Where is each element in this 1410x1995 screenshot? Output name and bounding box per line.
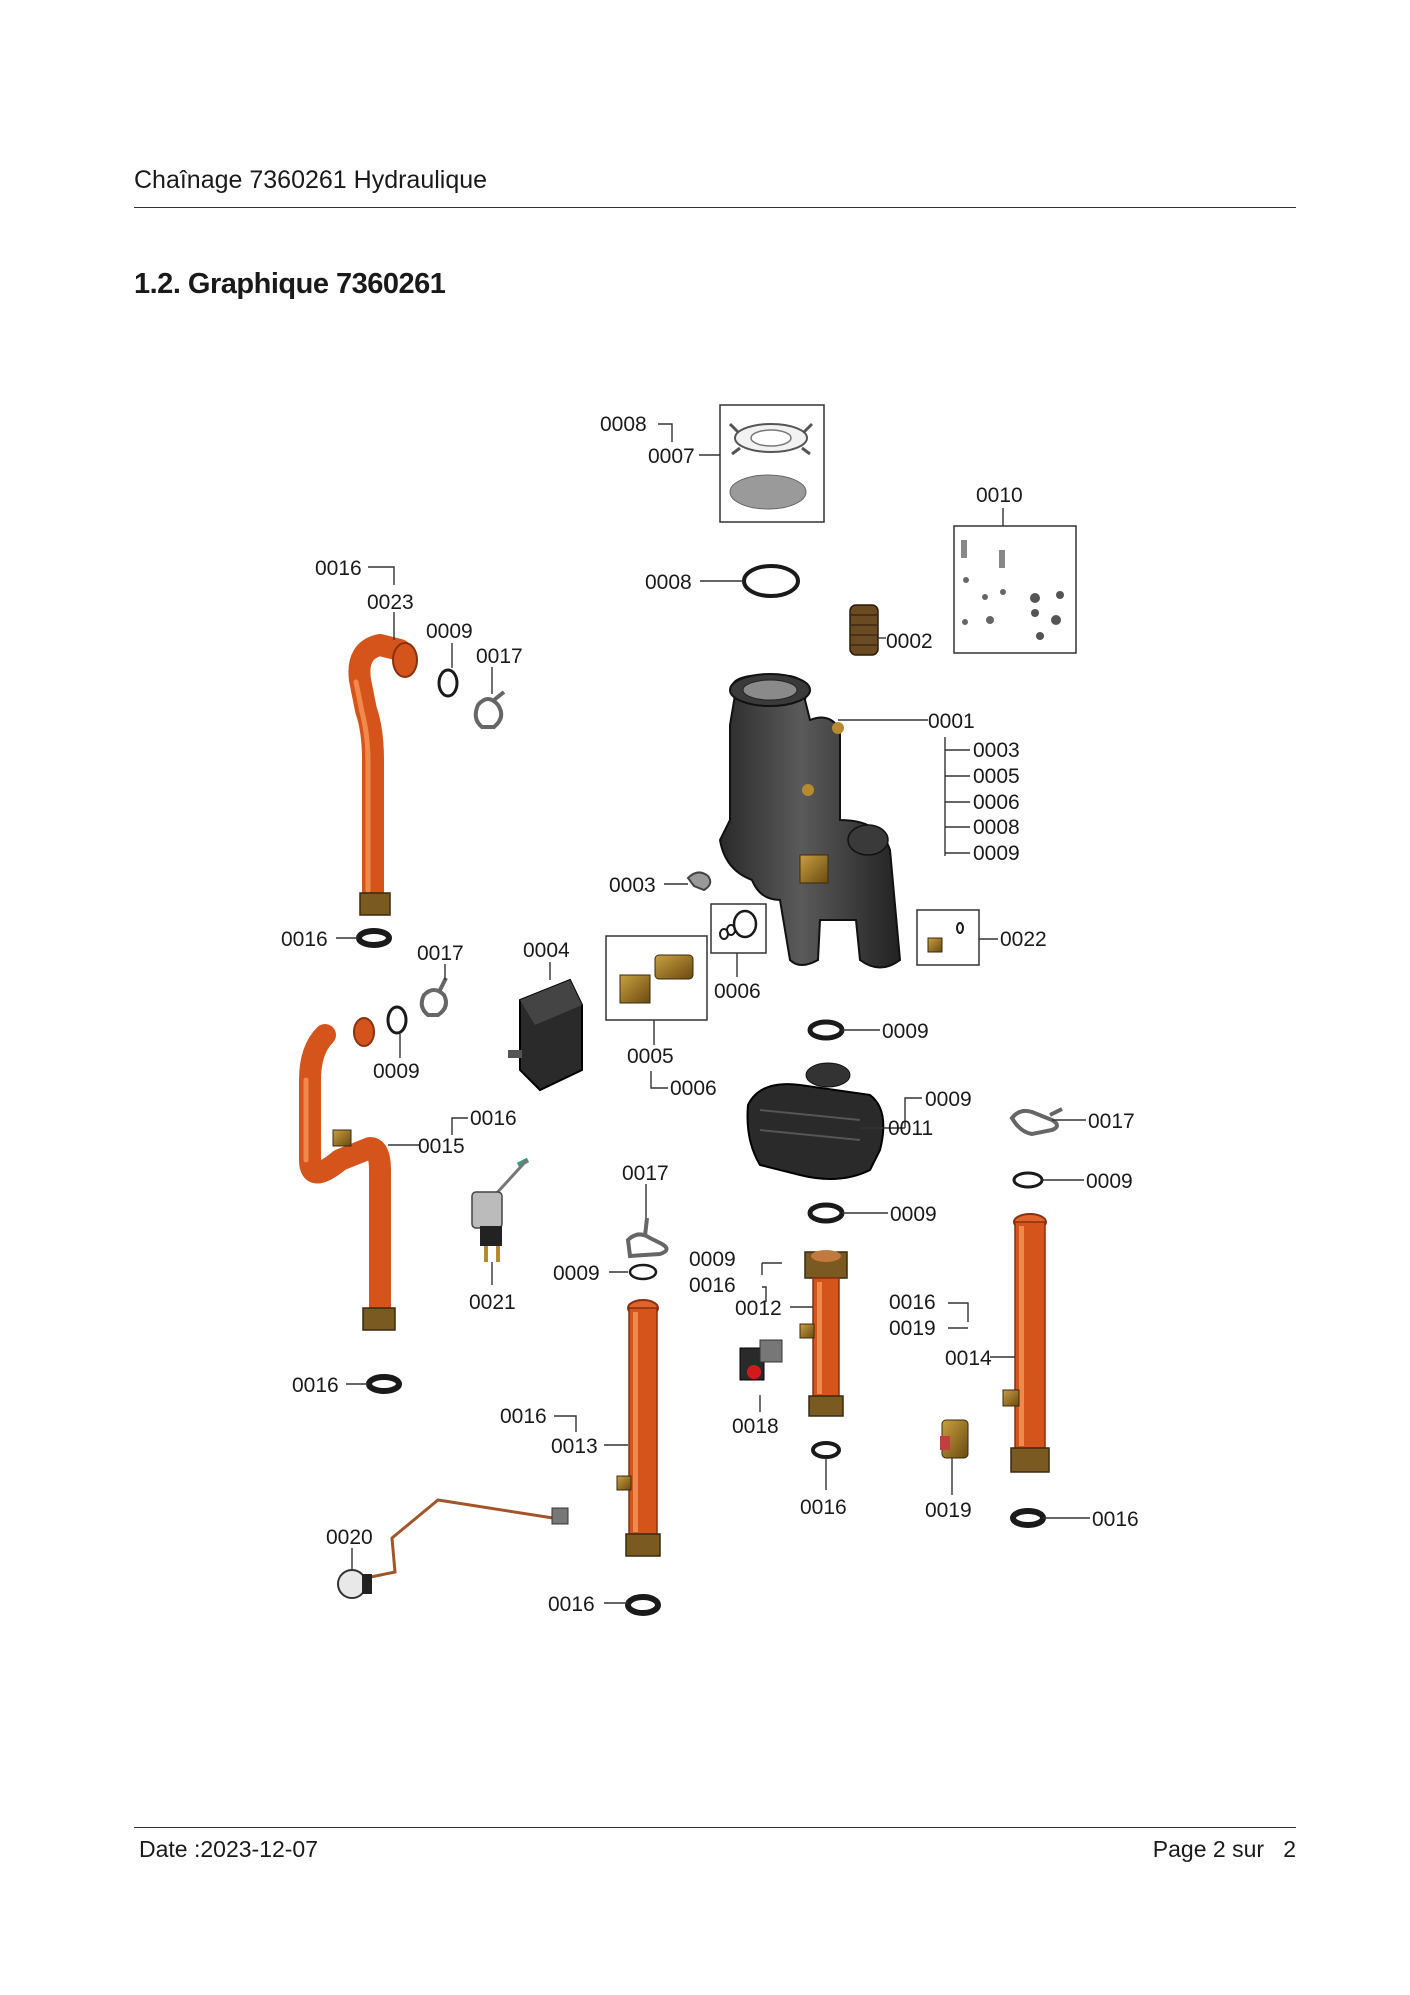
document-header-title: Chaînage 7360261 Hydraulique bbox=[134, 166, 488, 194]
label-0016-pair: 0016 bbox=[689, 1274, 736, 1297]
part-0008-gasket-ring bbox=[742, 564, 800, 598]
label-0023: 0023 bbox=[367, 591, 414, 614]
part-0009-oring-mid bbox=[386, 1005, 408, 1035]
label-0003: 0003 bbox=[609, 874, 656, 897]
label-0017-center: 0017 bbox=[622, 1162, 669, 1185]
label-0001-sub-0003: 0003 bbox=[973, 739, 1020, 762]
label-0016-bottom-center: 0016 bbox=[548, 1593, 595, 1616]
label-0016-left: 0016 bbox=[281, 928, 328, 951]
part-0017-clip-mid bbox=[419, 977, 448, 1017]
part-0001-hydraulic-body bbox=[718, 673, 902, 969]
part-0011-circulation-pump bbox=[746, 1062, 885, 1180]
label-0006-sub: 0006 bbox=[670, 1077, 717, 1100]
page-indicator: Page 2 sur 2 bbox=[1152, 1836, 1296, 1862]
label-0017-mid: 0017 bbox=[417, 942, 464, 965]
label-0007: 0007 bbox=[648, 445, 695, 468]
part-0016-washer-0012 bbox=[811, 1441, 841, 1459]
part-0015-pipe bbox=[299, 1017, 396, 1331]
label-0001-sub-0009: 0009 bbox=[973, 842, 1020, 865]
part-0002-air-vent bbox=[849, 604, 879, 656]
label-0009-pair: 0009 bbox=[689, 1248, 736, 1271]
label-0021: 0021 bbox=[469, 1291, 516, 1314]
label-0001-sub-0008: 0008 bbox=[973, 816, 1020, 839]
label-0009-upper: 0009 bbox=[882, 1020, 929, 1043]
part-0017-clip bbox=[473, 690, 506, 729]
label-0016-0014: 0016 bbox=[889, 1291, 936, 1314]
part-0014-pipe bbox=[1002, 1213, 1050, 1473]
label-0013: 0013 bbox=[551, 1435, 598, 1458]
part-0009-washer-right bbox=[1012, 1171, 1044, 1189]
footer-divider bbox=[134, 1827, 1296, 1828]
label-0016-right-bottom: 0016 bbox=[1092, 1508, 1139, 1531]
label-0010: 0010 bbox=[976, 484, 1023, 507]
label-0001: 0001 bbox=[928, 710, 975, 733]
header-divider bbox=[134, 207, 1296, 208]
label-0019-0014: 0019 bbox=[889, 1317, 936, 1340]
label-0006-kit: 0006 bbox=[714, 980, 761, 1003]
label-0017-right: 0017 bbox=[1088, 1110, 1135, 1133]
part-0016-washer bbox=[356, 928, 392, 948]
part-0017-clip-right bbox=[1009, 1107, 1063, 1137]
part-0009-oring bbox=[437, 668, 459, 698]
label-0014: 0014 bbox=[945, 1347, 992, 1370]
part-0016-washer-right bbox=[1010, 1508, 1046, 1528]
label-0016-under-0012: 0016 bbox=[800, 1496, 847, 1519]
label-0009-pump: 0009 bbox=[925, 1088, 972, 1111]
label-0019-bottom: 0019 bbox=[925, 1499, 972, 1522]
part-0009-oring-center bbox=[628, 1263, 658, 1281]
label-0018: 0018 bbox=[732, 1415, 779, 1438]
label-0009-top: 0009 bbox=[426, 620, 473, 643]
part-0019-safety-valve bbox=[940, 1419, 969, 1459]
part-0009-washer-pump bbox=[807, 1202, 845, 1224]
label-0017-top: 0017 bbox=[476, 645, 523, 668]
part-0016-washer-left-bottom bbox=[366, 1374, 402, 1394]
label-0012: 0012 bbox=[735, 1297, 782, 1320]
label-0009-lower: 0009 bbox=[890, 1203, 937, 1226]
label-0009-center: 0009 bbox=[553, 1262, 600, 1285]
label-0001-sub-0006: 0006 bbox=[973, 791, 1020, 814]
label-0004: 0004 bbox=[523, 939, 570, 962]
label-0009-right: 0009 bbox=[1086, 1170, 1133, 1193]
part-0006-seal-kit bbox=[710, 903, 767, 954]
part-0009-washer-upper bbox=[807, 1019, 845, 1041]
label-0001-sub-0005: 0005 bbox=[973, 765, 1020, 788]
label-0016-top: 0016 bbox=[315, 557, 362, 580]
label-0005: 0005 bbox=[627, 1045, 674, 1068]
label-0008: 0008 bbox=[600, 413, 647, 436]
part-0018-drain-valve bbox=[739, 1339, 783, 1381]
part-0017-clip-center bbox=[625, 1217, 669, 1259]
footer-page-number: Page 2 sur 2 bbox=[1153, 1836, 1296, 1863]
part-0023-pipe bbox=[348, 634, 418, 916]
label-0016-left-bottom: 0016 bbox=[292, 1374, 339, 1397]
part-0007-filter-assembly bbox=[719, 404, 825, 523]
label-0002: 0002 bbox=[886, 630, 933, 653]
label-0020: 0020 bbox=[326, 1526, 373, 1549]
part-0004-motor-actuator bbox=[508, 978, 583, 1092]
label-0022: 0022 bbox=[1000, 928, 1047, 951]
label-0011: 0011 bbox=[888, 1117, 933, 1140]
part-0005-kit bbox=[605, 935, 708, 1021]
part-0013-pipe bbox=[616, 1299, 661, 1557]
label-0016-center: 0016 bbox=[500, 1405, 547, 1428]
label-0009-mid: 0009 bbox=[373, 1060, 420, 1083]
part-0016-washer-bottom bbox=[625, 1594, 661, 1616]
section-title: 1.2. Graphique 7360261 bbox=[134, 268, 446, 300]
label-0015: 0015 bbox=[418, 1135, 465, 1158]
part-0003-clip bbox=[686, 871, 712, 892]
label-0016-mid: 0016 bbox=[470, 1107, 517, 1130]
part-0012-pipe bbox=[799, 1250, 848, 1417]
part-0020-capillary-sensor bbox=[337, 1498, 569, 1599]
part-0021-sensor bbox=[471, 1157, 530, 1262]
footer-date: Date :2023-12-07 bbox=[139, 1836, 319, 1862]
part-0022-kit bbox=[916, 909, 980, 966]
label-0008-gasket: 0008 bbox=[645, 571, 692, 594]
part-0010-hardware-kit bbox=[953, 525, 1077, 654]
